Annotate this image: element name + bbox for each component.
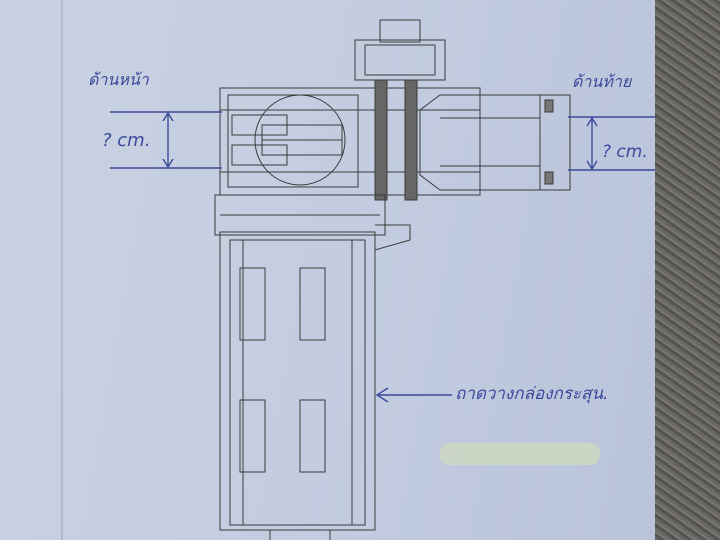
dimension-lines — [110, 111, 655, 403]
correction-fluid-smudge — [440, 443, 600, 465]
background-surface — [655, 0, 720, 540]
tray-label: ถาดวางกล่องกระสุน. — [455, 384, 609, 404]
front-label: ด้านหน้า — [88, 70, 149, 89]
rear-label: ด้านท้าย — [572, 72, 632, 91]
mechanism-top-view — [214, 19, 571, 540]
rear-dimension-label: ? cm. — [602, 142, 648, 162]
front-dimension-label: ? cm. — [102, 130, 151, 151]
